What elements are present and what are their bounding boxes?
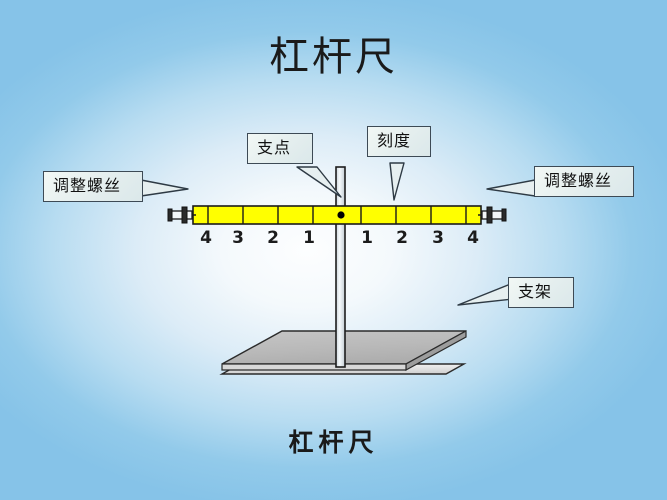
scale-number-left-3: 3 xyxy=(232,228,244,248)
page-title: 杠杆尺 xyxy=(269,34,398,80)
callout-tail-screw-left xyxy=(140,179,189,197)
callout-scale: 刻度 xyxy=(367,126,431,157)
scale-number-left-2: 2 xyxy=(267,228,279,248)
pivot-rod xyxy=(335,166,346,368)
scale-number-right-1: 1 xyxy=(361,228,373,248)
callout-tail-stand xyxy=(457,282,514,306)
scale-number-right-4: 4 xyxy=(467,228,479,248)
fulcrum-dot xyxy=(337,211,345,219)
callout-tail-screw-right xyxy=(486,179,536,197)
ruler-graduations xyxy=(207,206,467,224)
scale-number-left-1: 1 xyxy=(303,228,315,248)
callout-screw-right: 调整螺丝 xyxy=(534,166,634,197)
figure-caption: 杠杆尺 xyxy=(288,428,379,457)
right-adjust-screw xyxy=(478,206,507,224)
callout-fulcrum: 支点 xyxy=(247,133,313,164)
scale-number-right-2: 2 xyxy=(396,228,408,248)
base-stand xyxy=(219,329,467,375)
left-adjust-screw xyxy=(167,206,196,224)
scale-number-left-4: 4 xyxy=(200,228,212,248)
callout-tail-fulcrum xyxy=(296,166,342,198)
scale-number-right-3: 3 xyxy=(432,228,444,248)
callout-stand: 支架 xyxy=(508,277,574,308)
callout-tail-scale xyxy=(389,162,405,201)
lever-beam xyxy=(192,205,482,225)
callout-screw-left: 调整螺丝 xyxy=(43,171,143,202)
